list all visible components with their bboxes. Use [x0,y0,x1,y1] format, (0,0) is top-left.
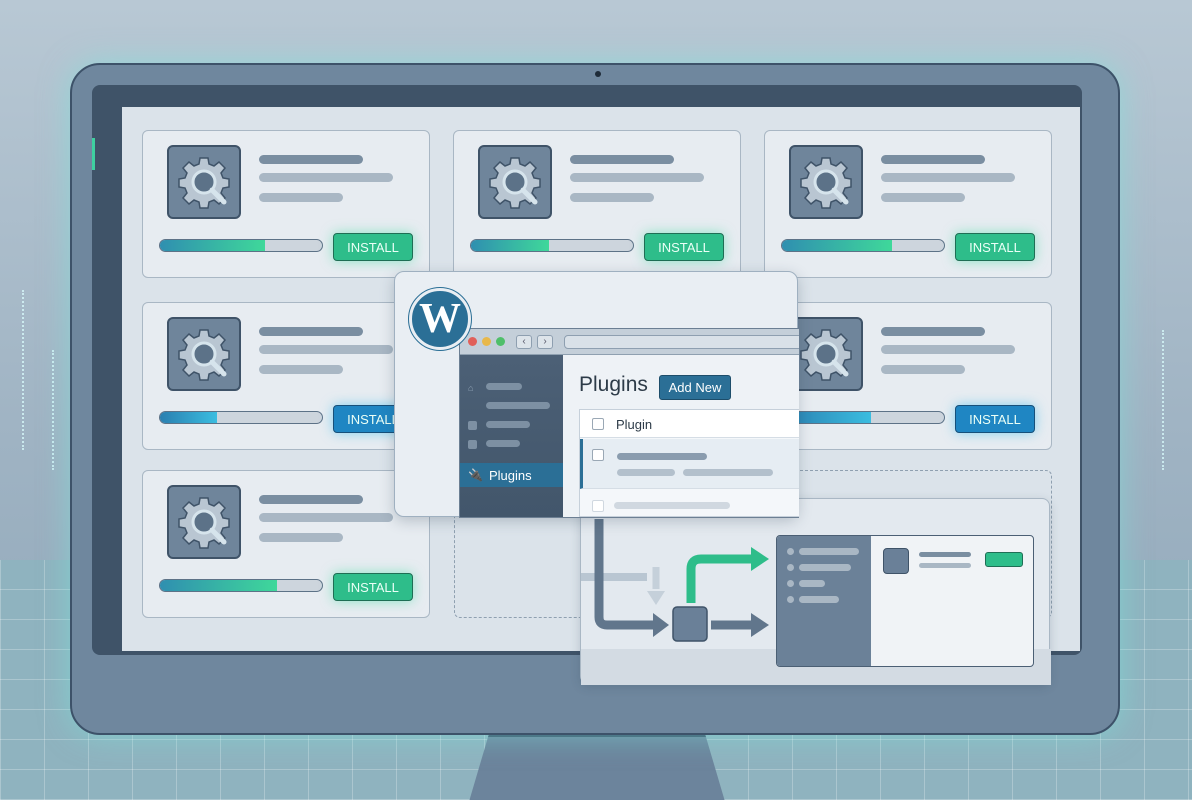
decor-dots [1162,330,1168,470]
sidebar-item[interactable] [486,421,530,428]
plugin-card: INSTALL [142,130,430,278]
monitor-stand [468,735,726,800]
install-button[interactable]: INSTALL [333,573,413,601]
mini-icon [883,548,909,574]
gear-search-icon [478,145,552,219]
plugin-title-placeholder [259,495,363,504]
select-all-checkbox[interactable] [592,418,604,430]
camera-dot [595,71,601,77]
install-button[interactable]: INSTALL [333,233,413,261]
plugin-title-placeholder [259,155,363,164]
pages-icon [468,421,477,430]
gear-search-icon [789,145,863,219]
home-icon: ⌂ [468,383,474,393]
install-progress-bar [470,239,634,252]
status-indicator [92,138,95,170]
gear-search-icon [167,317,241,391]
plugin-meta-placeholder [570,193,654,202]
sidebar-item[interactable] [486,402,550,409]
row-checkbox[interactable] [592,500,604,512]
gear-search-icon [167,145,241,219]
plugin-meta-placeholder [259,365,343,374]
plugin-desc-placeholder [570,173,704,182]
plugin-meta-placeholder [881,365,965,374]
plugin-meta-placeholder [259,533,343,542]
plugin-desc-placeholder [259,513,393,522]
install-button[interactable]: INSTALL [955,405,1035,433]
gear-search-icon [167,485,241,559]
plugin-card: INSTALL [453,130,741,278]
plugin-title-placeholder [881,327,985,336]
plugin-desc-placeholder [881,345,1015,354]
install-button[interactable]: INSTALL [955,233,1035,261]
plugin-card: INSTALL [764,302,1052,450]
sidebar-item[interactable] [486,383,522,390]
minimize-dot-icon[interactable] [482,337,491,346]
table-row[interactable] [580,490,799,517]
comments-icon [468,440,477,449]
browser-window: ‹ › ⌂ 🔌 Plugins Plugins Add New Plugin [459,328,799,518]
decor-dots [22,290,28,450]
maximize-dot-icon[interactable] [496,337,505,346]
mini-sidebar [777,536,871,666]
plug-icon: 🔌 [468,468,483,482]
sidebar-item[interactable] [486,440,520,447]
plugin-desc-placeholder [259,173,393,182]
plugin-meta-placeholder [881,193,965,202]
plugin-desc-placeholder [259,345,393,354]
install-progress-bar [159,239,323,252]
forward-button[interactable]: › [537,334,553,349]
address-bar[interactable] [564,334,799,349]
install-progress-bar [781,411,945,424]
plugin-card: INSTALL [142,470,430,618]
wordpress-logo-icon: W [408,287,472,351]
plugin-meta-placeholder [259,193,343,202]
install-progress-bar [781,239,945,252]
plugin-card: INSTALL [764,130,1052,278]
browser-toolbar: ‹ › [460,329,799,355]
plugin-title-placeholder [570,155,674,164]
mini-dashboard [776,535,1034,667]
install-button[interactable]: INSTALL [644,233,724,261]
plugin-desc-placeholder [881,173,1015,182]
sidebar-item-label: Plugins [488,467,532,483]
plugin-title-placeholder [259,327,363,336]
wp-admin-sidebar: ⌂ 🔌 Plugins [460,355,563,517]
wordpress-window: W ‹ › ⌂ 🔌 Plugins Plugins Add New [394,271,799,518]
install-progress-bar [159,579,323,592]
install-progress-bar [159,411,323,424]
mini-action-button[interactable] [985,552,1023,567]
add-new-button[interactable]: Add New [659,375,731,400]
sidebar-item-plugins[interactable]: 🔌 Plugins [460,463,563,487]
close-dot-icon[interactable] [468,337,477,346]
page-title: Plugins [579,373,648,396]
table-row[interactable] [580,439,799,489]
wp-main-content: Plugins Add New Plugin [563,355,799,517]
plugins-table: Plugin [579,409,799,517]
gear-search-icon [789,317,863,391]
back-button[interactable]: ‹ [516,334,532,349]
table-header: Plugin [580,410,799,438]
decor-dots [52,350,58,470]
column-plugin: Plugin [616,417,653,432]
row-checkbox[interactable] [592,449,604,461]
plugin-title-placeholder [881,155,985,164]
plugin-card: INSTALL [142,302,430,450]
